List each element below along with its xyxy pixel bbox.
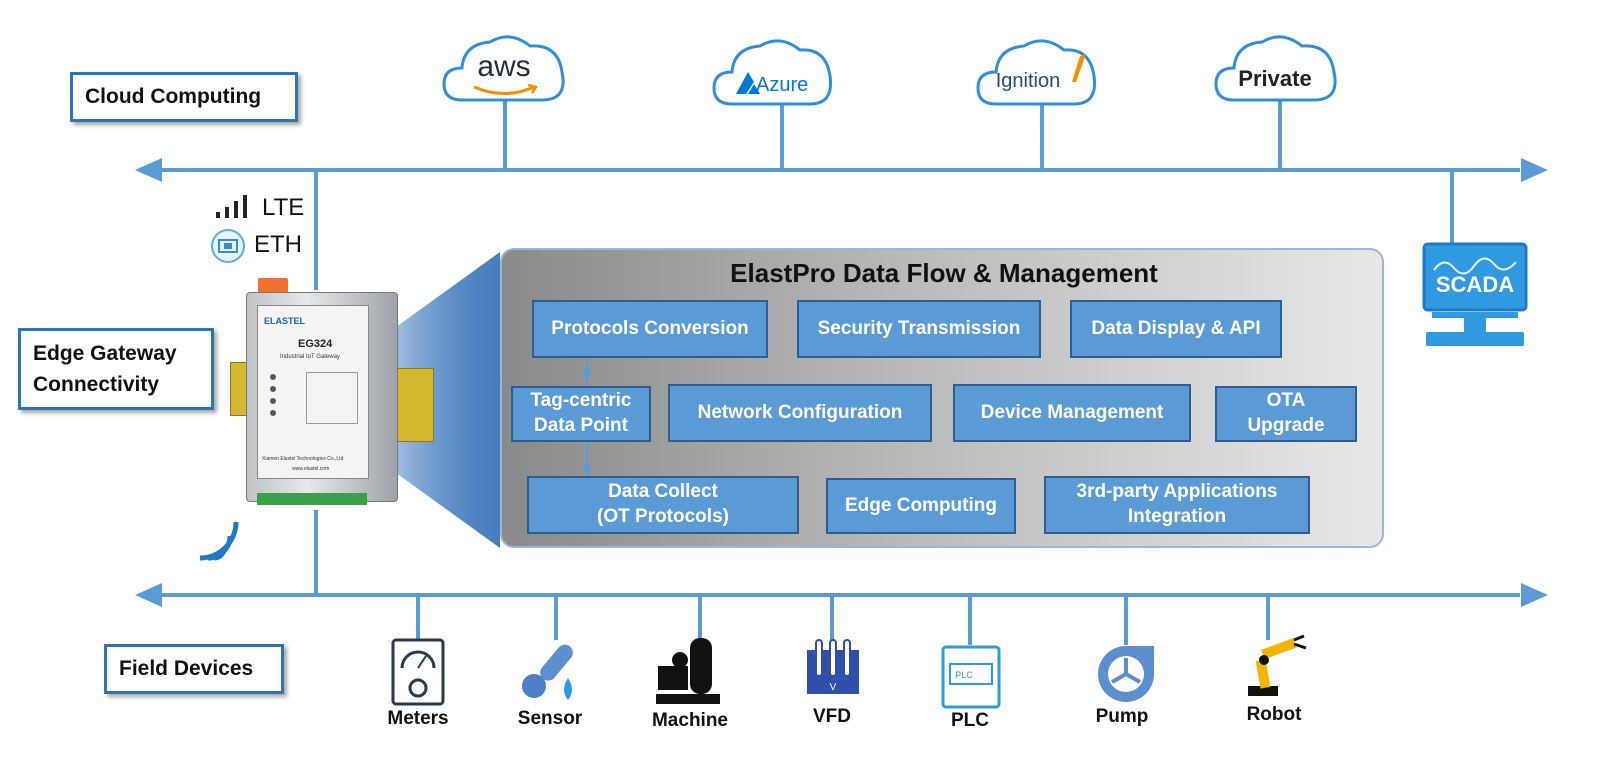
wifi-icon <box>199 521 239 561</box>
feature-protocols-conversion: Protocols Conversion <box>532 300 768 358</box>
ignition-logo-text: Ignition <box>995 70 1061 92</box>
feature-third-party-integration: 3rd-party Applications Integration <box>1044 476 1310 534</box>
signal-bars-icon <box>216 195 247 218</box>
feature-network-configuration: Network Configuration <box>668 384 932 442</box>
connector-dot <box>583 368 591 376</box>
gateway-front-panel: ELASTEL EG324 Industrial IoT Gateway Xia… <box>257 305 369 479</box>
cloud-bus-arrow-right <box>1521 158 1548 182</box>
gateway-model: EG324 <box>298 338 333 350</box>
gateway-maker: Xiamen Elastel Technologies Co.,Ltd <box>262 456 344 462</box>
device-label-sensor: Sensor <box>517 708 583 729</box>
terminal-block <box>257 493 367 505</box>
connector-dot <box>583 464 591 472</box>
panel-title: ElastPro Data Flow & Management <box>730 258 1158 288</box>
scada-text: SCADA <box>1435 272 1515 297</box>
connector-line <box>586 442 588 476</box>
device-label-plc: PLC <box>951 710 989 731</box>
gateway-device: ELASTEL EG324 Industrial IoT Gateway Xia… <box>246 292 398 505</box>
gateway-led-block <box>266 370 358 426</box>
feature-security-transmission: Security Transmission <box>797 300 1041 358</box>
feature-ota-upgrade: OTA Upgrade <box>1215 386 1357 442</box>
device-label-robot: Robot <box>1246 704 1302 725</box>
edge-gateway-text-line1: Edge Gateway <box>33 341 177 365</box>
private-cloud-icon <box>1214 35 1337 102</box>
cloud-computing-text: Cloud Computing <box>85 85 262 108</box>
ethernet-icon <box>211 229 245 263</box>
scada-monitor-icon <box>1422 242 1528 346</box>
field-devices-label: Field Devices <box>104 644 284 694</box>
gateway-brand: ELASTEL <box>264 316 306 326</box>
feature-edge-computing: Edge Computing <box>826 478 1016 534</box>
sensor-thermometer-icon <box>522 644 573 700</box>
ignition-cloud-icon <box>976 39 1097 106</box>
device-label-meters: Meters <box>387 708 449 729</box>
vfd-icon: V <box>807 639 859 694</box>
machine-icon <box>656 638 720 704</box>
cloud-computing-label: Cloud Computing <box>70 72 298 122</box>
azure-cloud-icon <box>712 39 833 106</box>
feature-data-display-api: Data Display & API <box>1070 300 1282 358</box>
power-terminal <box>258 278 288 296</box>
feature-device-management: Device Management <box>953 384 1191 442</box>
aws-smile-icon <box>473 84 539 95</box>
lte-text: LTE <box>262 194 305 221</box>
eth-text: ETH <box>254 231 302 258</box>
din-rail-clip-right <box>392 368 434 442</box>
edge-gateway-label: Edge Gateway Connectivity <box>18 328 214 410</box>
plc-icon: PLC <box>941 645 1001 709</box>
private-cloud-text: Private <box>1238 66 1312 91</box>
field-devices-text: Field Devices <box>119 657 254 680</box>
device-label-vfd: VFD <box>813 706 851 727</box>
data-flow-panel: ElastPro Data Flow & Management Protocol… <box>500 248 1384 548</box>
robot-arm-icon <box>1248 634 1307 696</box>
svg-text:PLC: PLC <box>955 670 973 680</box>
azure-logo-text: Azure <box>756 74 809 96</box>
edge-gateway-text-line2: Connectivity <box>33 373 160 396</box>
field-bus-arrow-right <box>1521 583 1548 607</box>
device-label-machine: Machine <box>651 710 729 731</box>
cloud-bus-arrow-left <box>135 158 162 182</box>
feature-data-collect: Data Collect (OT Protocols) <box>527 476 799 534</box>
aws-logo-text: aws <box>477 50 531 83</box>
field-bus-arrow-left <box>135 583 162 607</box>
feature-tag-centric-data-point: Tag-centric Data Point <box>511 386 651 442</box>
gateway-subtitle: Industrial IoT Gateway <box>280 354 340 360</box>
gateway-site: www.elastel.com <box>292 466 330 472</box>
device-label-pump: Pump <box>1095 706 1149 727</box>
aws-cloud-icon <box>442 35 565 102</box>
pump-icon <box>1098 646 1154 702</box>
meter-icon <box>391 638 445 706</box>
svg-text:V: V <box>830 682 837 693</box>
